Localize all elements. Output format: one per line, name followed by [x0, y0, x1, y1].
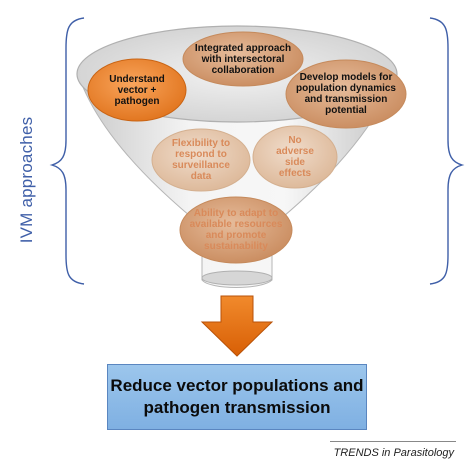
- credit-divider: [330, 441, 456, 442]
- ellipse-ability-adapt: [179, 196, 293, 264]
- ellipse-no-adverse: [252, 125, 338, 189]
- ellipse-text-understand: Understand vector + pathogen: [109, 73, 165, 107]
- ellipse-develop-models: [285, 59, 407, 129]
- right-curly-bracket: [429, 17, 465, 285]
- ellipse-text-integrated: Integrated approach with intersectoral c…: [194, 42, 292, 76]
- journal-credit: TRENDS in Parasitology: [333, 447, 454, 459]
- ellipse-text-develop-models: Develop models for population dynamics a…: [295, 72, 396, 116]
- funnel-spout: [201, 270, 273, 286]
- down-arrow: [200, 295, 274, 357]
- ivm-approaches-label-wrap: IVM approaches: [7, 117, 47, 244]
- left-curly-bracket: [49, 17, 85, 285]
- ellipse-understand-vector: [87, 58, 187, 122]
- result-text: Reduce vector populations and pathogen t…: [110, 376, 364, 417]
- ivm-approaches-label: IVM approaches: [17, 116, 36, 244]
- ellipse-text-no-adverse: No adverse side effects: [276, 135, 314, 179]
- ellipse-text-flexibility: Flexibility to respond to surveillance d…: [171, 138, 231, 182]
- ellipse-text-ability-adapt: Ability to adapt to available resources …: [189, 208, 283, 252]
- ellipse-flexibility: [151, 128, 251, 192]
- ellipse-integrated-approach: [182, 31, 304, 87]
- result-box: Reduce vector populations and pathogen t…: [107, 364, 367, 430]
